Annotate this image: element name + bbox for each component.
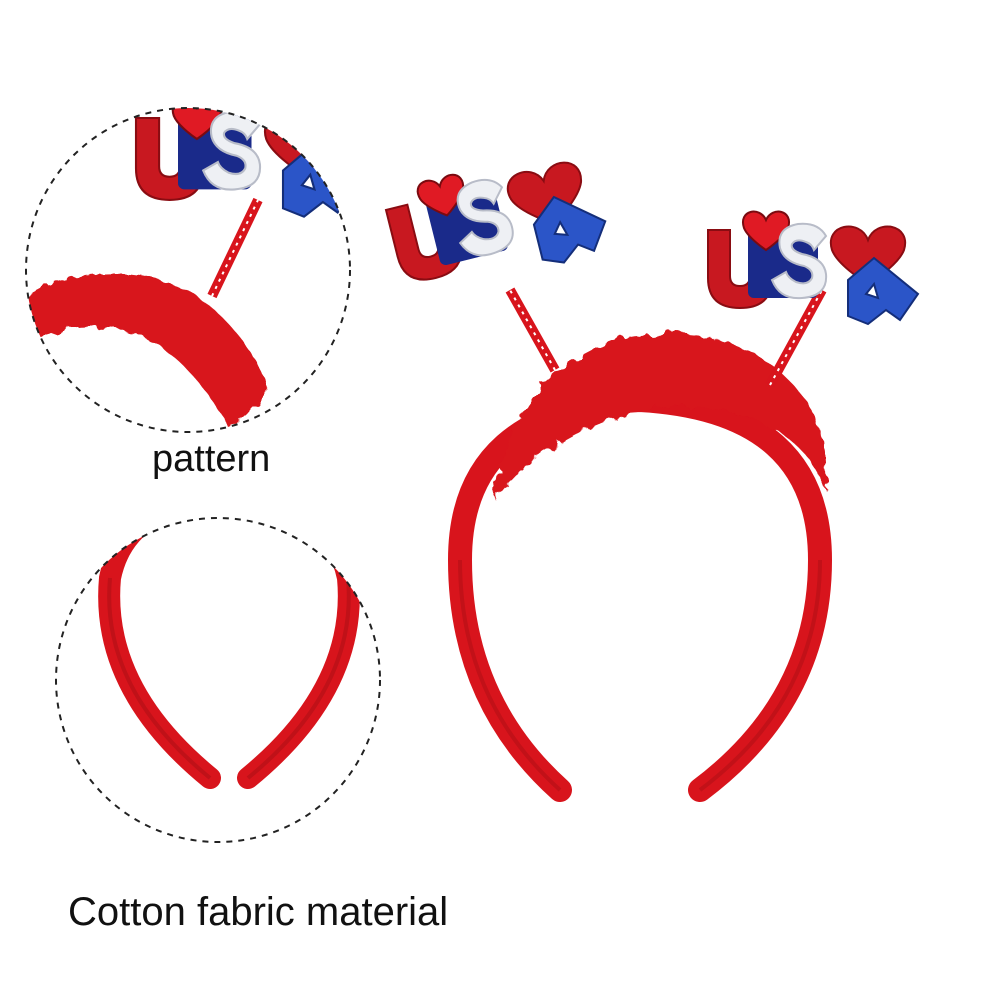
material-caption: Cotton fabric material bbox=[68, 890, 449, 934]
material-detail-circle bbox=[55, 517, 381, 843]
pattern-detail-circle bbox=[25, 107, 351, 433]
main-headband bbox=[380, 140, 919, 802]
pattern-caption: pattern bbox=[152, 438, 271, 480]
